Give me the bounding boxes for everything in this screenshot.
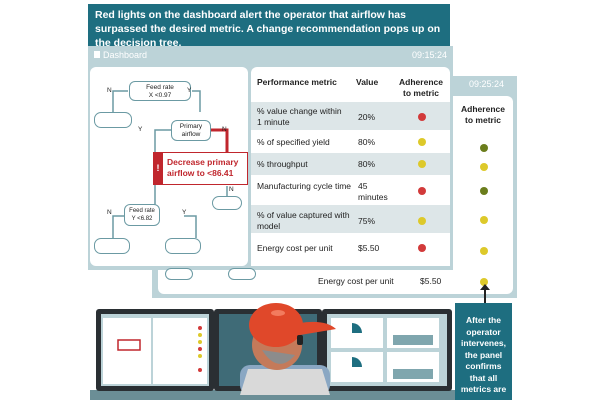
back-panel-time: 09:25:24	[469, 79, 505, 89]
back-status-dot	[480, 216, 488, 224]
tree-empty-node	[94, 238, 130, 254]
table-row-metric: Energy cost per unit	[257, 243, 333, 253]
table-row-metric: % of specified yield	[257, 137, 330, 147]
back-status-dot	[480, 163, 488, 171]
table-row-value: 20%	[358, 112, 376, 122]
bottom-caption-arrow	[484, 288, 486, 303]
back-status-dot	[480, 247, 488, 255]
status-dot	[418, 217, 426, 225]
table-row-value: 45 minutes	[358, 181, 388, 202]
back-energy-label: Energy cost per unit	[318, 276, 394, 286]
recommendation-alert[interactable]: Decrease primary airflow to <86.41	[153, 152, 248, 185]
table-row-metric: % value change within 1 minute	[257, 106, 342, 127]
tree-node-feed-rate-y: Feed rate Y <6.82	[124, 204, 160, 226]
back-energy-value: $5.50	[420, 276, 442, 286]
back-status-dot	[480, 144, 488, 152]
status-dot	[418, 138, 426, 146]
front-panel-time: 09:15:24	[412, 50, 448, 60]
table-row-value: 80%	[358, 159, 376, 169]
tree-empty-node	[228, 268, 256, 280]
branch-label-n: N	[107, 87, 112, 94]
dashboard-icon	[94, 51, 100, 58]
branch-label-y: Y	[138, 126, 143, 133]
decision-tree-connectors	[112, 90, 229, 238]
tree-node-primary-airflow: Primary airflow	[171, 120, 211, 141]
bottom-caption-arrow-head	[480, 284, 490, 290]
top-caption: Red lights on the dashboard alert the op…	[88, 4, 450, 49]
table-row-shade	[251, 205, 450, 233]
tree-empty-node	[212, 196, 242, 210]
header-value: Value	[356, 77, 379, 87]
table-row-shade	[251, 153, 450, 175]
tree-empty-node	[165, 238, 201, 254]
branch-label-n: N	[107, 209, 112, 216]
status-dot	[418, 160, 426, 168]
table-row-value: 80%	[358, 137, 376, 147]
table-row-value: $5.50	[358, 243, 380, 253]
back-adherence-header: Adherence to metric	[461, 104, 505, 125]
back-status-dot	[480, 187, 488, 195]
table-row-metric: % throughput	[257, 159, 308, 169]
alert-icon: !	[153, 152, 163, 185]
branch-label-n: N	[222, 126, 227, 133]
branch-label-y: Y	[182, 209, 187, 216]
bottom-caption: After the operator intervenes, the panel…	[455, 303, 512, 400]
operator-illustration	[90, 303, 455, 400]
tree-empty-node	[94, 112, 132, 128]
status-dot	[418, 113, 426, 121]
header-adherence: Adherence to metric	[399, 77, 443, 98]
branch-label-n: N	[229, 186, 234, 193]
table-row-metric: Manufacturing cycle time	[257, 181, 352, 191]
table-row-value: 75%	[358, 216, 376, 226]
tree-node-feed-rate-x: Feed rate X <0.97	[129, 81, 191, 101]
back-status-dot	[480, 278, 488, 286]
status-dot	[418, 244, 426, 252]
tree-empty-node	[165, 268, 193, 280]
dashboard-title: Dashboard	[103, 50, 148, 60]
table-row-shade	[251, 102, 450, 130]
table-row-metric: % of value captured with model	[257, 210, 350, 231]
branch-label-y: Y	[187, 87, 192, 94]
header-performance-metric: Performance metric	[257, 77, 337, 87]
status-dot	[418, 187, 426, 195]
